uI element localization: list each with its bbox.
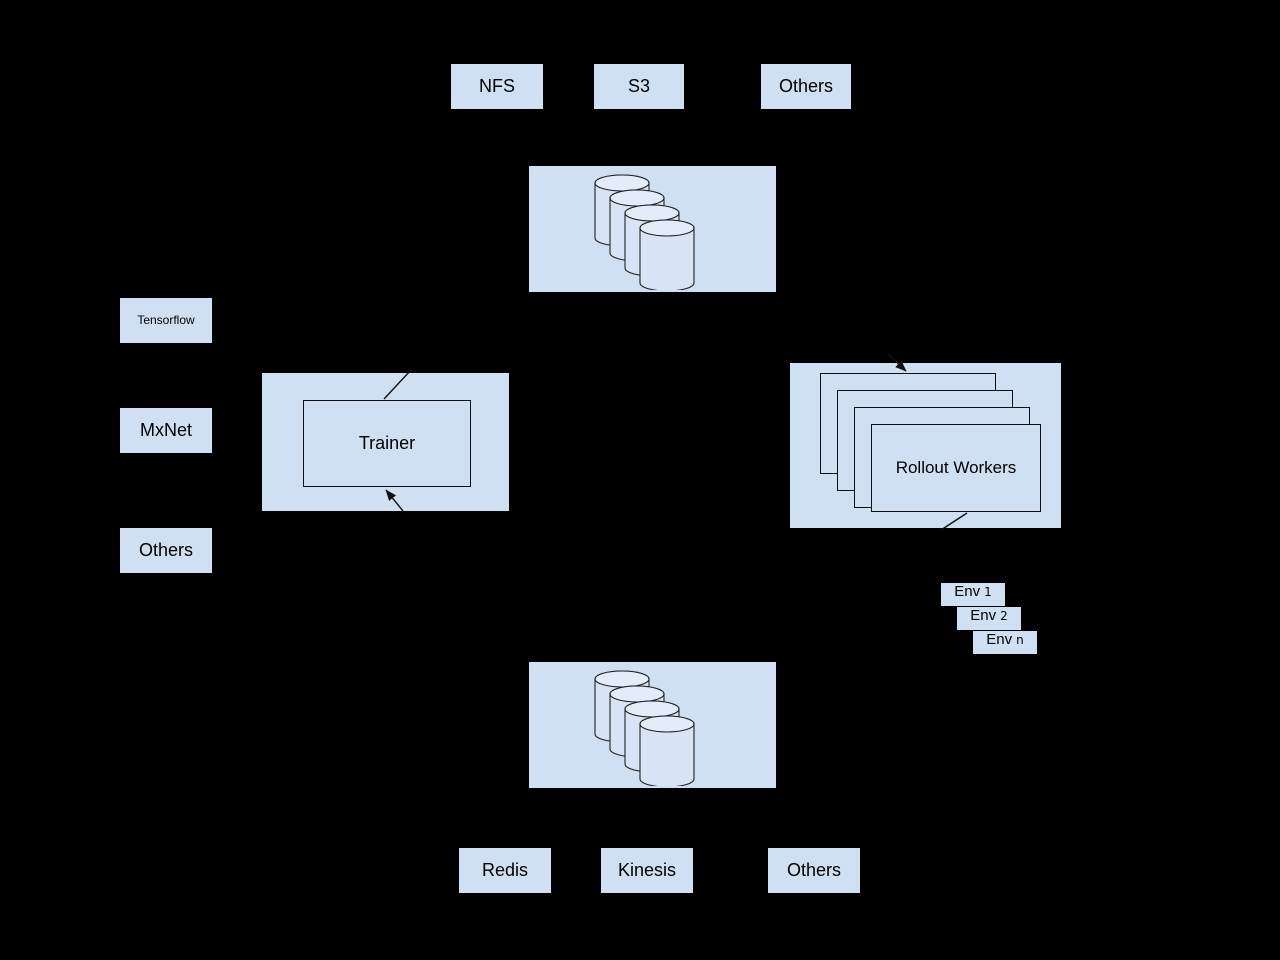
queue-backend-kinesis-label: Kinesis (617, 859, 677, 880)
storage-backend-s3[interactable]: S3 (594, 64, 684, 109)
rollout-workers-label: Rollout Workers (895, 458, 1017, 477)
storage-backend-others[interactable]: Others (761, 64, 851, 109)
framework-tensorflow[interactable]: Tensorflow (120, 298, 212, 343)
queue-backend-redis-label: Redis (481, 859, 529, 880)
trainer-box[interactable]: Trainer (303, 400, 471, 487)
queue-backend-others-label: Others (786, 859, 842, 880)
queue-backend-kinesis[interactable]: Kinesis (601, 848, 693, 893)
framework-others-label: Others (138, 539, 194, 560)
rollout-workers-box[interactable]: Rollout Workers (871, 424, 1041, 512)
env-box-n-name: Env (986, 631, 1013, 648)
env-box-2-index: 2 (1000, 609, 1008, 623)
bottom-datastore-cylinders (594, 670, 695, 786)
storage-backend-others-label: Others (778, 75, 834, 96)
queue-backend-others[interactable]: Others (768, 848, 860, 893)
trainer-label: Trainer (358, 432, 416, 453)
env-box-n-index: n (1016, 633, 1024, 647)
storage-backend-s3-label: S3 (627, 75, 651, 96)
env-box-1-index: 1 (984, 585, 992, 599)
storage-backend-nfs-label: NFS (479, 75, 515, 96)
env-box-1-name: Env (954, 583, 981, 600)
env-box-2-name: Env (970, 607, 997, 624)
framework-others[interactable]: Others (120, 528, 212, 573)
framework-mxnet-label: MxNet (139, 419, 192, 440)
storage-backend-nfs[interactable]: NFS (451, 64, 543, 109)
framework-mxnet[interactable]: MxNet (120, 408, 212, 453)
framework-tensorflow-label: Tensorflow (137, 312, 195, 327)
top-datastore-cylinders (594, 174, 695, 290)
queue-backend-redis[interactable]: Redis (459, 848, 551, 893)
